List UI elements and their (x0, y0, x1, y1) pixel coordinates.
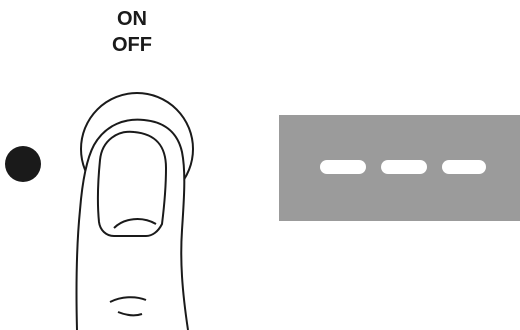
power-button[interactable] (72, 90, 202, 330)
nail-cuticle (113, 218, 157, 229)
display-dash (381, 160, 427, 174)
knuckle-crease (117, 311, 143, 317)
finger-pressing-button-icon (75, 92, 194, 330)
display-panel (279, 115, 520, 221)
on-label: ON (117, 8, 147, 30)
off-label: OFF (112, 34, 152, 56)
fingernail (96, 130, 168, 237)
display-dash (320, 160, 366, 174)
knuckle-crease (109, 296, 147, 303)
display-dash (442, 160, 486, 174)
indicator-led-icon (5, 146, 41, 182)
